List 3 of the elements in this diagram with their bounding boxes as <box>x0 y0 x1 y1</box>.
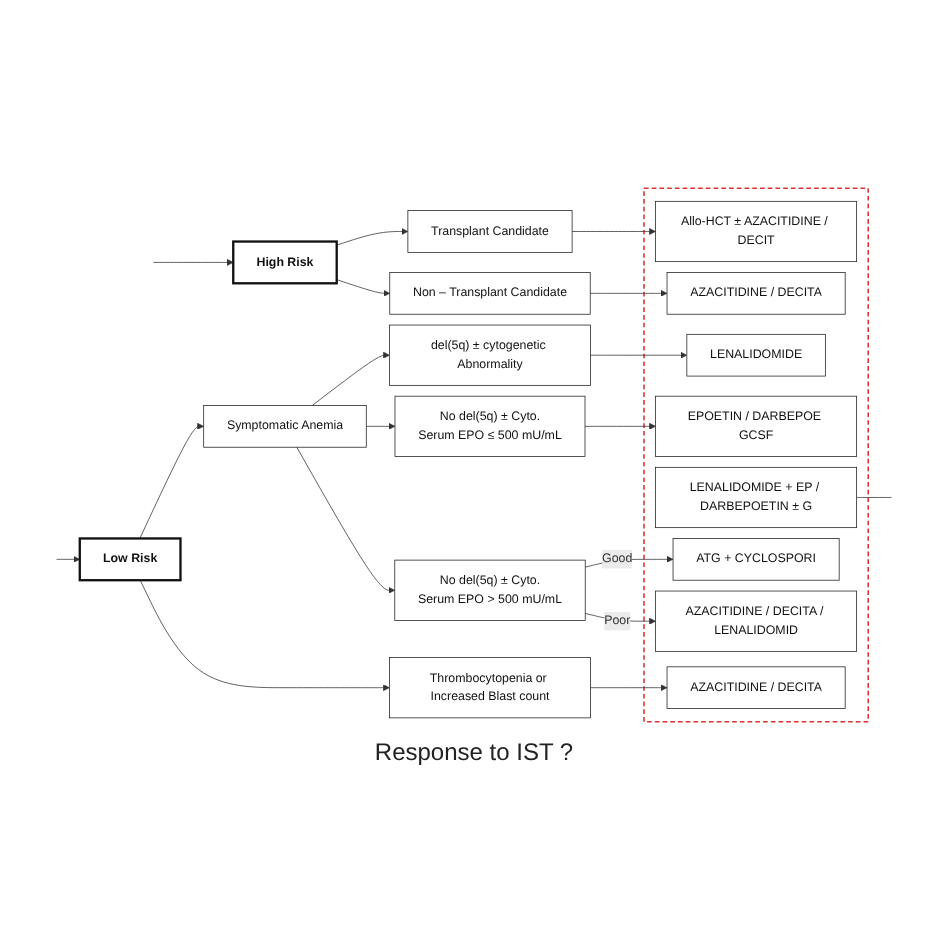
note-text: Response to IST ? <box>374 737 574 766</box>
cluster <box>643 187 869 723</box>
connector <box>856 497 892 498</box>
